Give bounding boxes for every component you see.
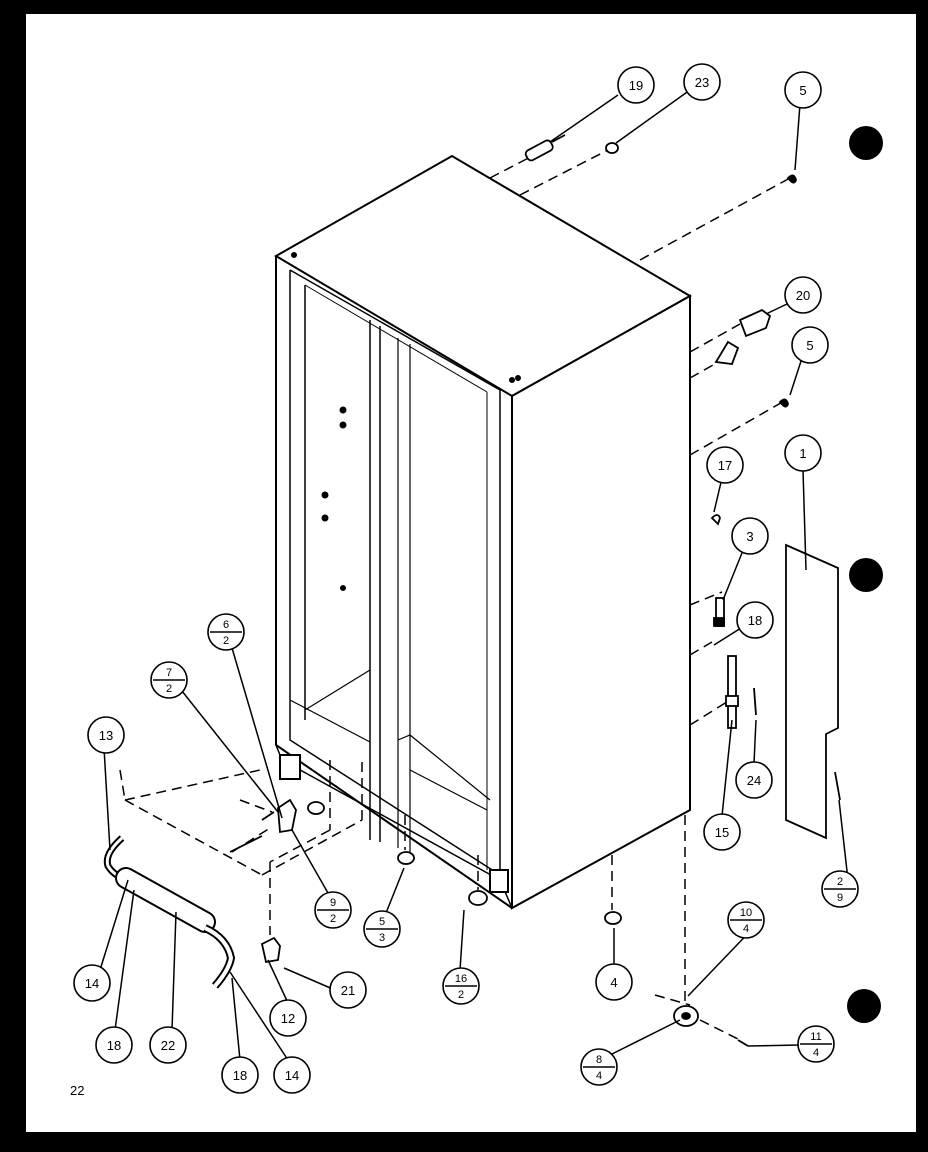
part-4-foot	[604, 911, 622, 925]
callout-12: 12	[281, 1011, 295, 1026]
callout-18-right: 18	[748, 613, 762, 628]
fraction-10-4-top: 10	[740, 907, 752, 919]
part-5-screw-top	[786, 174, 797, 184]
binder-hole-top	[849, 126, 883, 160]
part-19-hinge-pin	[524, 134, 566, 162]
callout-17: 17	[718, 458, 732, 473]
part-8-4-roller	[673, 1005, 699, 1027]
callout-circles	[73, 63, 829, 1094]
fraction-5-3-bottom: 3	[379, 932, 385, 944]
part-11-4-screw	[737, 1039, 749, 1047]
callout-18-left: 18	[107, 1038, 121, 1053]
fraction-5-3-top: 5	[379, 916, 385, 928]
part-1-rear-panel	[785, 543, 839, 840]
part-22-condenser-tube	[115, 867, 236, 989]
part-5-3-foot	[397, 851, 415, 865]
callout-21: 21	[341, 983, 355, 998]
parts	[103, 134, 841, 1047]
callout-leaders	[99, 89, 849, 1061]
part-24-screw	[753, 687, 757, 716]
part-20-hinge	[714, 308, 772, 365]
fraction-7-2-top: 7	[166, 667, 172, 679]
callout-3: 3	[746, 529, 753, 544]
callout-14-bottom: 14	[285, 1068, 299, 1083]
part-3-bracket	[713, 597, 725, 627]
part-23-grommet	[605, 142, 619, 154]
fraction-6-2-top: 6	[223, 619, 229, 631]
fraction-6-2-bottom: 2	[223, 635, 229, 647]
callout-18-bottom: 18	[233, 1068, 247, 1083]
part-17-clip	[710, 514, 721, 526]
fraction-labels: 6 2 7 2 9 2 5 3 16 2 10 4 8 4 11 4 2 9	[166, 619, 843, 1082]
fraction-circles	[150, 613, 859, 1086]
callout-labels: 19 23 5 20 5 17 1 3 18 24 15 13 14 18 22…	[85, 75, 814, 1083]
refrigerator-cabinet	[274, 154, 693, 910]
fraction-2-9-top: 2	[837, 876, 843, 888]
callout-5-mid: 5	[806, 338, 813, 353]
callout-14-left: 14	[85, 976, 99, 991]
fraction-16-2-top: 16	[455, 973, 467, 985]
fraction-11-4-bottom: 4	[813, 1047, 819, 1059]
callout-22: 22	[161, 1038, 175, 1053]
part-16-2-foot	[468, 890, 488, 906]
binder-hole-bottom	[847, 989, 881, 1023]
callout-5-top: 5	[799, 83, 806, 98]
fraction-11-4-top: 11	[810, 1031, 821, 1043]
callout-19: 19	[629, 78, 643, 93]
fraction-8-4-bottom: 4	[596, 1070, 602, 1082]
scan-border-top	[0, 0, 928, 14]
part-2-9-screw	[834, 771, 841, 801]
part-5-screw-mid	[778, 398, 789, 408]
fraction-9-2-top: 9	[330, 897, 336, 909]
callout-4: 4	[610, 975, 617, 990]
callout-20: 20	[796, 288, 810, 303]
part-leveling-foot-a	[307, 801, 325, 815]
fraction-9-2-bottom: 2	[330, 913, 336, 925]
dashed-leader-lines	[119, 149, 791, 1041]
fraction-8-4-top: 8	[596, 1054, 602, 1066]
fraction-10-4-bottom: 4	[743, 923, 749, 935]
part-6-7-9-hinge-assembly	[229, 798, 297, 853]
scan-border-left	[0, 0, 26, 1152]
callout-23: 23	[695, 75, 709, 90]
part-15-strip	[727, 655, 737, 729]
binder-hole-middle	[849, 558, 883, 592]
callout-13: 13	[99, 728, 113, 743]
scan-border-bottom	[0, 1132, 928, 1152]
callout-24: 24	[747, 773, 761, 788]
fraction-2-9-bottom: 9	[837, 892, 843, 904]
page-number: 22	[70, 1083, 84, 1098]
part-12-clip	[260, 936, 281, 964]
fraction-7-2-bottom: 2	[166, 683, 172, 695]
callout-1: 1	[799, 446, 806, 461]
fraction-16-2-bottom: 2	[458, 989, 464, 1001]
callout-15: 15	[715, 825, 729, 840]
scan-border-right	[916, 0, 928, 1152]
